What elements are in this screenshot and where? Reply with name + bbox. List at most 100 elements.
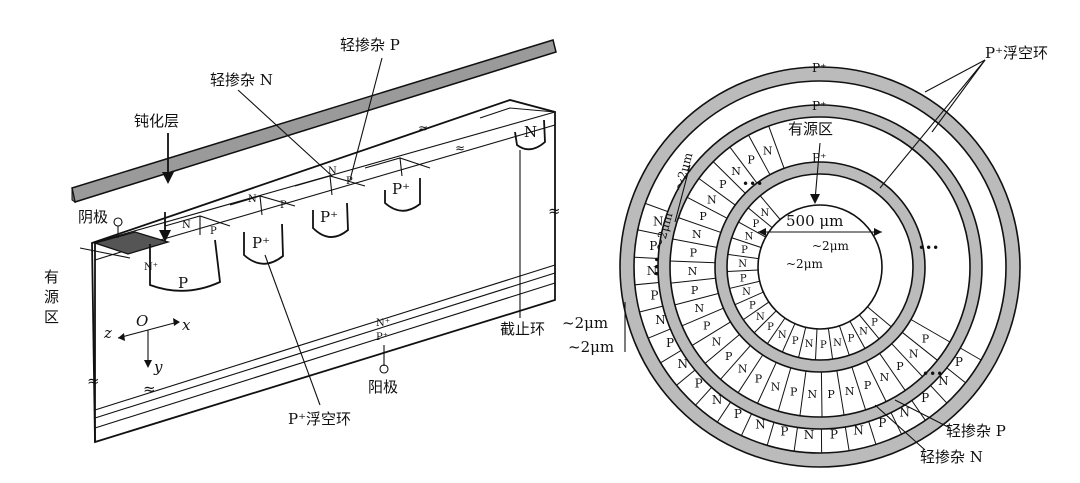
label-n-strip-1: N <box>182 220 191 231</box>
label-p-plus-bottom: P⁺ <box>376 332 388 343</box>
segment-label: N <box>859 327 868 338</box>
segment-label: N <box>707 193 717 206</box>
segment-label: P <box>755 373 763 386</box>
label-p-strip-2: P <box>280 200 287 211</box>
segment-label: N <box>771 380 781 393</box>
break-mark-1: ≈ <box>418 121 428 135</box>
segment-label: N <box>738 259 747 270</box>
label-diameter: 500 μm <box>786 212 843 230</box>
segment-label: N <box>778 330 787 341</box>
label-light-n: 轻掺杂 N <box>210 71 273 89</box>
segment-label: P <box>896 360 904 373</box>
active-region-pad <box>95 232 168 254</box>
segment-label: P <box>741 245 748 256</box>
segment-label: P <box>740 273 747 284</box>
label-p-plus-2: P⁺ <box>320 208 338 226</box>
segment-label: N <box>742 287 751 298</box>
surface-strips <box>165 108 555 235</box>
label-light-p: 轻掺杂 P <box>946 422 1006 440</box>
label-spacing-inner-2: ~2μm <box>786 257 823 271</box>
segment-label: P <box>691 284 699 297</box>
label-p-plus-1: P⁺ <box>252 234 270 252</box>
label-active-2: 源 <box>44 288 59 306</box>
segment-label: N <box>909 347 919 360</box>
segment-label: P <box>699 210 707 223</box>
label-passivation: 钝化层 <box>134 112 179 130</box>
segment-label: P <box>725 350 733 363</box>
label-anode: 阳极 <box>368 378 398 396</box>
break-mark-3: ≈ <box>548 202 561 220</box>
break-mark-5: ≈ <box>143 380 156 398</box>
segment-label: P <box>955 355 963 369</box>
segment-label: N <box>655 313 666 327</box>
segment-label: P <box>864 379 872 392</box>
label-light-n: 轻掺杂 N <box>920 448 983 466</box>
label-n-strip-2: N <box>248 194 257 205</box>
segment-label: P <box>820 340 827 351</box>
segment-label: N <box>688 265 698 278</box>
segment-label: N <box>845 385 855 398</box>
segment-label: P <box>666 336 674 350</box>
segment-label: P <box>690 246 698 259</box>
segment-label: N <box>763 145 773 158</box>
label-axis-z: z <box>103 324 112 342</box>
segment-label: P <box>747 154 755 167</box>
label-active-3: 区 <box>44 308 59 326</box>
segment-label: P <box>767 322 774 333</box>
segment-label: P <box>650 289 658 303</box>
label-axis-y: y <box>153 358 163 376</box>
segment-label: N <box>738 362 748 375</box>
segment-label: P <box>749 300 756 311</box>
segment-label: P <box>848 334 855 345</box>
break-mark-4: ≈ <box>87 372 100 390</box>
label-float-ring: P⁺浮空环 <box>288 410 351 428</box>
label-cathode: 阴极 <box>78 208 108 226</box>
label-float-ring: P⁺浮空环 <box>985 44 1048 62</box>
segment-label: P <box>753 219 760 230</box>
label-n-plus-bottom: N⁺ <box>376 318 390 329</box>
dots-2: ••• <box>918 241 939 255</box>
label-n-plus-cathode: N⁺ <box>144 262 158 273</box>
segment-label: N <box>807 388 817 401</box>
label-p-strip-1: P <box>210 226 217 237</box>
segment-label: N <box>712 335 722 348</box>
left-diagram: ≈ ≈ ≈ ≈ ≈ 钝化层 轻掺杂 N 轻掺杂 P 阴极 有 源 <box>44 36 561 442</box>
segment-label: N <box>761 208 770 219</box>
label-stop-ring: 截止环 <box>500 320 545 338</box>
segment-label: N <box>804 428 815 442</box>
segment-label: P <box>792 336 799 347</box>
segment-label: P <box>830 428 838 442</box>
segment-label: P <box>703 319 711 332</box>
label-outer-p-plus: P⁺ <box>812 61 826 75</box>
label-axis-x: x <box>182 316 191 334</box>
label-p-plus-3: P⁺ <box>392 180 410 198</box>
dots-1: ••• <box>742 177 763 191</box>
dots-4: ••• <box>922 367 943 381</box>
segment-label: P <box>827 388 835 401</box>
segment-label: N <box>745 231 754 242</box>
segment-divider <box>821 372 822 417</box>
segment-label: N <box>880 371 890 384</box>
segment-label: N <box>692 228 702 241</box>
label-origin: O <box>136 312 148 330</box>
break-mark-2: ≈ <box>455 141 465 155</box>
label-active-1: 有 <box>44 268 59 286</box>
label-light-p: 轻掺杂 P <box>340 36 400 54</box>
label-middle-p-plus: P⁺ <box>812 99 826 113</box>
dots-3: ••• <box>649 256 663 277</box>
label-n-strip-3: N <box>328 166 337 177</box>
segment-label: P <box>871 318 878 329</box>
segment-label: P <box>790 386 798 399</box>
segment-label: P <box>922 333 930 346</box>
segment-label: N <box>756 312 765 323</box>
segment-label: N <box>833 338 842 349</box>
substrate-block <box>92 100 555 442</box>
label-p-region: P <box>178 274 188 292</box>
label-spacing-inner-1: ~2μm <box>812 239 849 253</box>
segment-label: N <box>805 339 814 350</box>
label-spacing-left-2: ~2μm <box>568 338 614 356</box>
label-inner-p-plus: P⁺ <box>812 151 826 165</box>
label-n-stop: N <box>524 123 537 141</box>
